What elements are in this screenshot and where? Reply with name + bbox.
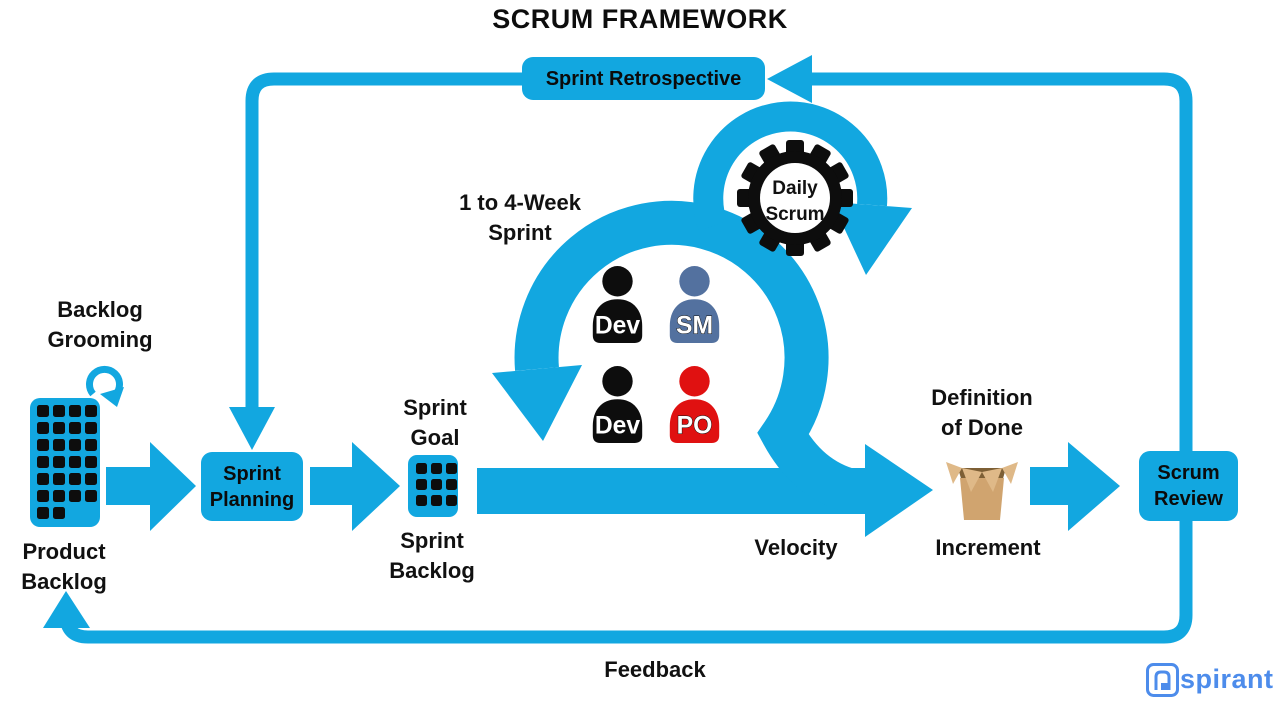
sprint-retrospective-label: Sprint Retrospective: [545, 67, 742, 90]
person-head: [602, 366, 633, 397]
pipeline-arrows: [106, 442, 1120, 537]
person-head: [679, 366, 710, 397]
grooming-refresh-arrowhead: [100, 387, 124, 407]
definition-of-done-label: Definition of Done: [931, 385, 1033, 440]
person-product-owner: PO: [669, 366, 720, 443]
velocity-arrow: [477, 444, 933, 537]
role-label-dev-2: Dev: [595, 413, 641, 440]
product-backlog-grid: [37, 405, 97, 519]
sprint-loop-arc: [514, 200, 859, 513]
box-right-top-flap: [982, 468, 1002, 492]
loops: [86, 101, 888, 513]
person-body: [592, 299, 643, 343]
aspirant-logo-text: spirant: [1180, 664, 1274, 694]
person-scrum-master: SM: [669, 266, 720, 343]
increment-to-review-arrow: [1030, 442, 1120, 531]
sprint-loop-arrowhead: [492, 365, 582, 441]
daily-scrum-arrowhead: [832, 202, 912, 275]
daily-scrum-label-line2: Scrum: [765, 204, 824, 225]
person-dev-2: Dev: [592, 366, 643, 443]
sprint-planning-node: Sprint Planning: [201, 452, 303, 521]
box-left-top-flap: [962, 468, 982, 492]
increment-box-icon: [946, 462, 1018, 520]
daily-scrum-loop-arc: [693, 101, 888, 232]
box-left-ear-flap: [946, 462, 962, 484]
box-right-ear-flap: [1002, 462, 1018, 484]
sprint-goal-label: Sprint Goal: [403, 395, 467, 450]
flow-arrowheads: [43, 55, 812, 628]
daily-scrum-gear-icon: Daily Scrum: [737, 140, 853, 256]
sprint-duration-label: 1 to 4-Week Sprint: [459, 190, 581, 245]
feedback-label: Feedback: [604, 657, 706, 682]
person-head: [679, 266, 710, 297]
gear-center: [760, 163, 830, 233]
product-backlog-icon: [30, 398, 100, 527]
logo-a-square: [1161, 683, 1168, 690]
diagram-title: SCRUM FRAMEWORK: [492, 4, 788, 34]
person-dev-1: Dev: [592, 266, 643, 343]
logo-a-arch: [1154, 670, 1171, 690]
team-icons: Dev SM Dev PO: [592, 266, 720, 443]
sprint-backlog-grid: [416, 463, 457, 506]
daily-scrum-label-line1: Daily: [772, 178, 818, 199]
sprint-retrospective-node: Sprint Retrospective: [522, 57, 765, 100]
role-label-dev-1: Dev: [595, 313, 641, 340]
grooming-refresh-arc: [86, 365, 123, 397]
feedback-up-arrowhead: [43, 591, 90, 628]
role-label-sm: SM: [676, 313, 713, 340]
sprint-backlog-icon: [408, 455, 458, 517]
person-head: [602, 266, 633, 297]
person-body: [592, 399, 643, 443]
box-body: [960, 478, 1004, 520]
into-retrospective-arrowhead: [767, 55, 812, 103]
scrum-review-node: Scrum Review: [1139, 451, 1238, 521]
into-planning-arrowhead: [229, 407, 275, 450]
velocity-label: Velocity: [754, 535, 838, 560]
planning-to-sprint-backlog-arrow: [310, 442, 400, 531]
flow-lines: [59, 72, 1193, 644]
person-body: [669, 299, 720, 343]
review-to-retrospective-and-feedback-line: [59, 72, 1193, 644]
aspirant-logo-icon: [1146, 663, 1179, 697]
backlog-grooming-label: Backlog Grooming: [47, 297, 153, 352]
loop-arrowheads: [100, 202, 912, 441]
backlog-to-planning-arrow: [106, 442, 196, 531]
person-body: [669, 399, 720, 443]
role-label-po: PO: [677, 413, 713, 440]
sprint-backlog-label: Sprint Backlog: [389, 528, 475, 583]
increment-label: Increment: [935, 535, 1041, 560]
retrospective-to-planning-line: [245, 72, 522, 407]
product-backlog-label: Product Backlog: [21, 539, 107, 594]
